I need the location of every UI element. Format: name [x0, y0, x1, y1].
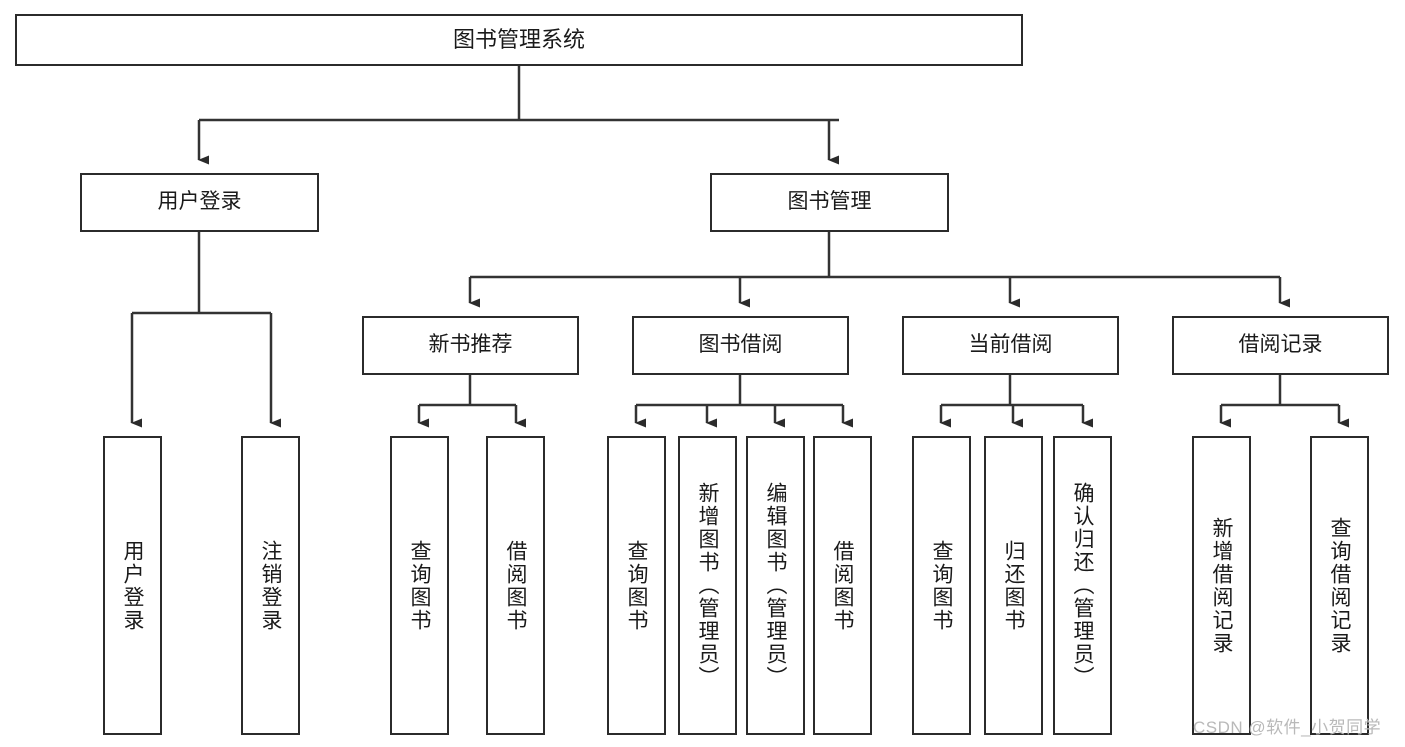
- leaf-query-book-current[interactable]: 查询图书: [912, 436, 971, 735]
- node-label: 图书管理系统: [452, 27, 585, 53]
- leaf-query-book-borrow[interactable]: 查询图书: [607, 436, 666, 735]
- leaf-query-book-newbook[interactable]: 查询图书: [390, 436, 449, 735]
- node-label: 图书管理: [787, 190, 872, 214]
- node-current-borrow[interactable]: 当前借阅: [902, 316, 1119, 375]
- leaf-return-book[interactable]: 归还图书: [984, 436, 1043, 735]
- node-label: 确认归还（管理员）: [1071, 482, 1094, 689]
- leaf-confirm-return-admin[interactable]: 确认归还（管理员）: [1053, 436, 1112, 735]
- node-label: 用户登录: [157, 190, 242, 214]
- node-label: 借阅图书: [504, 539, 527, 632]
- node-label: 新增借阅记录: [1210, 516, 1233, 655]
- node-label: 借阅图书: [831, 539, 854, 632]
- node-label: 编辑图书（管理员）: [764, 482, 787, 689]
- node-label: 新增图书（管理员）: [696, 482, 719, 689]
- node-label: 用户登录: [121, 539, 144, 632]
- leaf-borrow-book-newbook[interactable]: 借阅图书: [486, 436, 545, 735]
- node-label: 查询借阅记录: [1328, 516, 1351, 655]
- node-user-login[interactable]: 用户登录: [80, 173, 319, 232]
- node-new-book-recommend[interactable]: 新书推荐: [362, 316, 579, 375]
- node-borrow-record[interactable]: 借阅记录: [1172, 316, 1389, 375]
- leaf-add-book-admin[interactable]: 新增图书（管理员）: [678, 436, 737, 735]
- node-label: 查询图书: [625, 539, 648, 632]
- node-book-management[interactable]: 图书管理: [710, 173, 949, 232]
- node-label: 注销登录: [259, 539, 282, 632]
- node-label: 当前借阅: [968, 333, 1053, 357]
- leaf-logout[interactable]: 注销登录: [241, 436, 300, 735]
- node-label: 借阅记录: [1238, 333, 1323, 357]
- csdn-watermark: CSDN @软件_小贺同学: [1193, 718, 1382, 737]
- node-label: 新书推荐: [428, 333, 513, 357]
- node-label: 查询图书: [930, 539, 953, 632]
- node-book-borrow[interactable]: 图书借阅: [632, 316, 849, 375]
- leaf-edit-book-admin[interactable]: 编辑图书（管理员）: [746, 436, 805, 735]
- leaf-user-login[interactable]: 用户登录: [103, 436, 162, 735]
- leaf-borrow-book[interactable]: 借阅图书: [813, 436, 872, 735]
- node-root-book-management-system[interactable]: 图书管理系统: [15, 14, 1023, 66]
- leaf-query-borrow-record[interactable]: 查询借阅记录: [1310, 436, 1369, 735]
- node-label: 图书借阅: [698, 333, 783, 357]
- node-label: 归还图书: [1002, 539, 1025, 632]
- leaf-add-borrow-record[interactable]: 新增借阅记录: [1192, 436, 1251, 735]
- node-label: 查询图书: [408, 539, 431, 632]
